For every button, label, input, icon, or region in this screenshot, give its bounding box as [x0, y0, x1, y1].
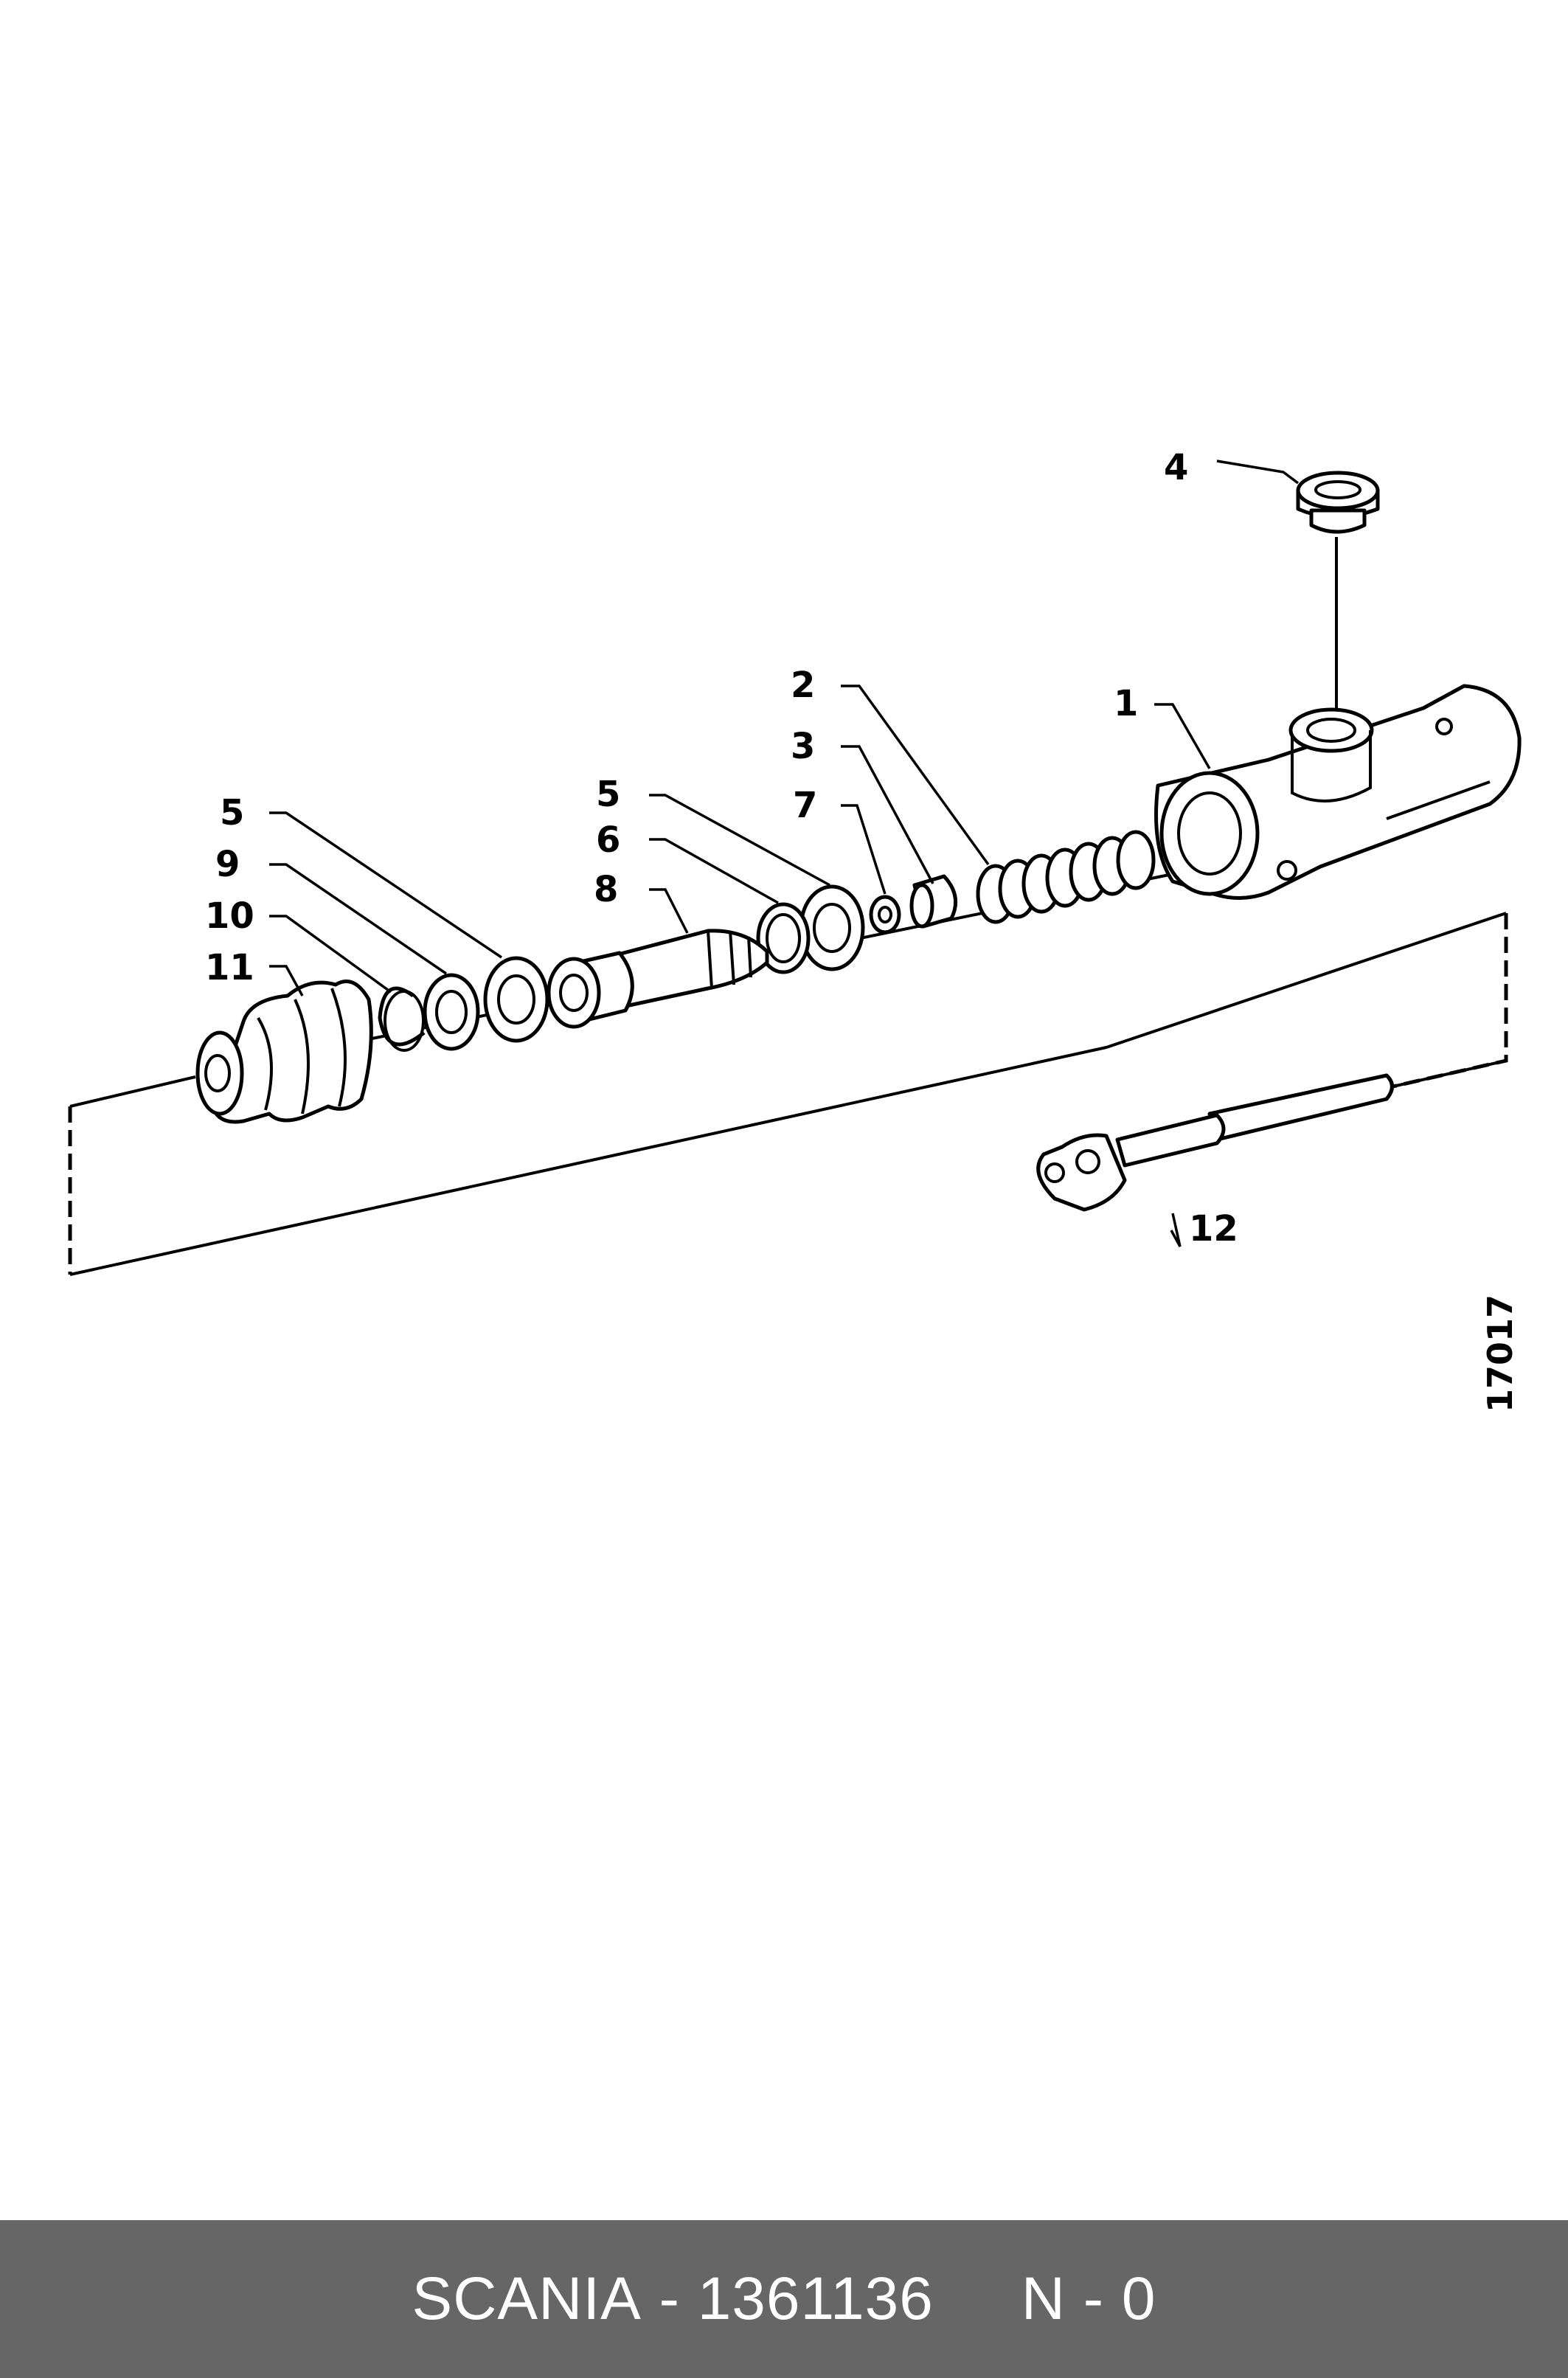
leader-lines	[269, 460, 1300, 1247]
callout-4: 4	[1164, 447, 1188, 488]
callout-1: 1	[1114, 683, 1138, 724]
callout-5-lower: 5	[220, 792, 244, 833]
seal-part-5-upper	[799, 884, 865, 971]
retainer-part-3	[909, 874, 958, 929]
boot-part-11	[195, 980, 373, 1124]
drawing-reference-number: 17017	[1480, 1294, 1520, 1412]
footer-bar: SCANIA - 1361136 N - 0	[0, 2220, 1568, 2378]
circlip-part-10	[378, 986, 426, 1052]
footer-suffix: N - 0	[1021, 2265, 1156, 2332]
callout-9: 9	[215, 844, 240, 885]
footer-gap	[934, 2264, 1021, 2334]
washer-part-9	[423, 973, 480, 1051]
callout-12: 12	[1189, 1208, 1238, 1249]
o-ring-part-6	[756, 902, 811, 974]
callout-8: 8	[594, 869, 618, 910]
footer-brand: SCANIA	[412, 2265, 642, 2332]
footer-separator: -	[641, 2265, 698, 2332]
push-rod-part-12	[1036, 1073, 1394, 1212]
footer-part-number: 1361136	[697, 2265, 934, 2332]
callout-11: 11	[205, 947, 254, 988]
seal-part-5-lower	[483, 956, 549, 1043]
spring-part-2	[976, 830, 1156, 924]
callout-5-upper: 5	[596, 774, 620, 815]
callout-7: 7	[793, 785, 817, 826]
exploded-parts-diagram: 1 2 3 4 5 6 7 8 5 9 10 11 12 17017	[68, 447, 1522, 1412]
washer-part-7	[869, 895, 901, 935]
seal-plug-part-4	[1296, 471, 1380, 534]
callout-2: 2	[791, 665, 815, 706]
piston-part-8	[547, 929, 769, 1029]
callout-3: 3	[791, 726, 815, 767]
cylinder-body-part-1	[1154, 684, 1522, 900]
callout-6: 6	[596, 819, 620, 861]
callout-10: 10	[205, 895, 254, 937]
